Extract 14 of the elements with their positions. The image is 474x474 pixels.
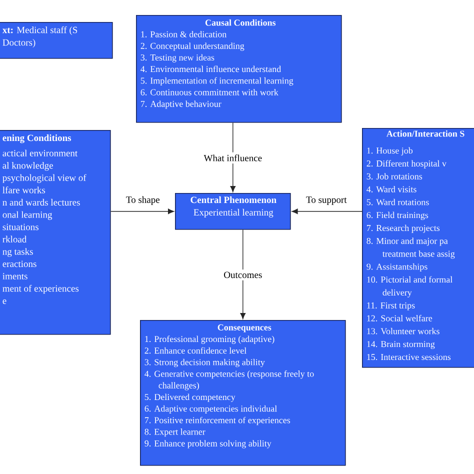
causal-box: Causal Conditions 1. Passion & dedication 2. Conceptual understanding 3. Testing new ideas 4. Environmental influence understand 5. Implementation of incremental learning 6. Continuous commitment with work 7. Adaptive behaviour [136, 15, 342, 123]
context-box: xt: Medical staff (S Doctors) [0, 22, 113, 59]
arrow [240, 229, 246, 320]
edge-label: Outcomes [221, 270, 264, 280]
edge-label: To support [306, 196, 347, 205]
arrow [230, 122, 236, 192]
conditions-box: ening Conditions actical environment al knowledge psychological view of lfare works n and wards lectures onal learning situations rkload ng tasks eractions iments ment of experiences e [0, 130, 111, 335]
action-box: Action/Interaction S 1. House job 2. Different hospital v 3. Job rotations 4. Ward visits 5. Ward rotations 6. Field trainings 7. Research projects 8. Minor and major pa treatment base assig 9. Assistantships 10. Pictorial and formal delivery 11. First trips 12. Social welfare 13. Volunteer works 14. Brain storming 15. Interactive sessions [362, 128, 474, 368]
edge-label: What influence [202, 152, 264, 164]
arrow [292, 208, 362, 214]
consequences-box: Consequences 1. Professional grooming (adaptive) 2. Enhance confidence level 3. Strong decision making ability 4. Generative competencies (response freely to challenges) 5. Delivered competency 6. Adaptive competencies individual 7. Positive reinforcement of experiences 8. Expert learner 9. Enhance problem solving ability [140, 320, 346, 466]
phenomenon-box: Central Phenomenon Experiential learning [175, 193, 291, 230]
edge-label: To shape [126, 196, 160, 205]
arrow [110, 208, 174, 214]
